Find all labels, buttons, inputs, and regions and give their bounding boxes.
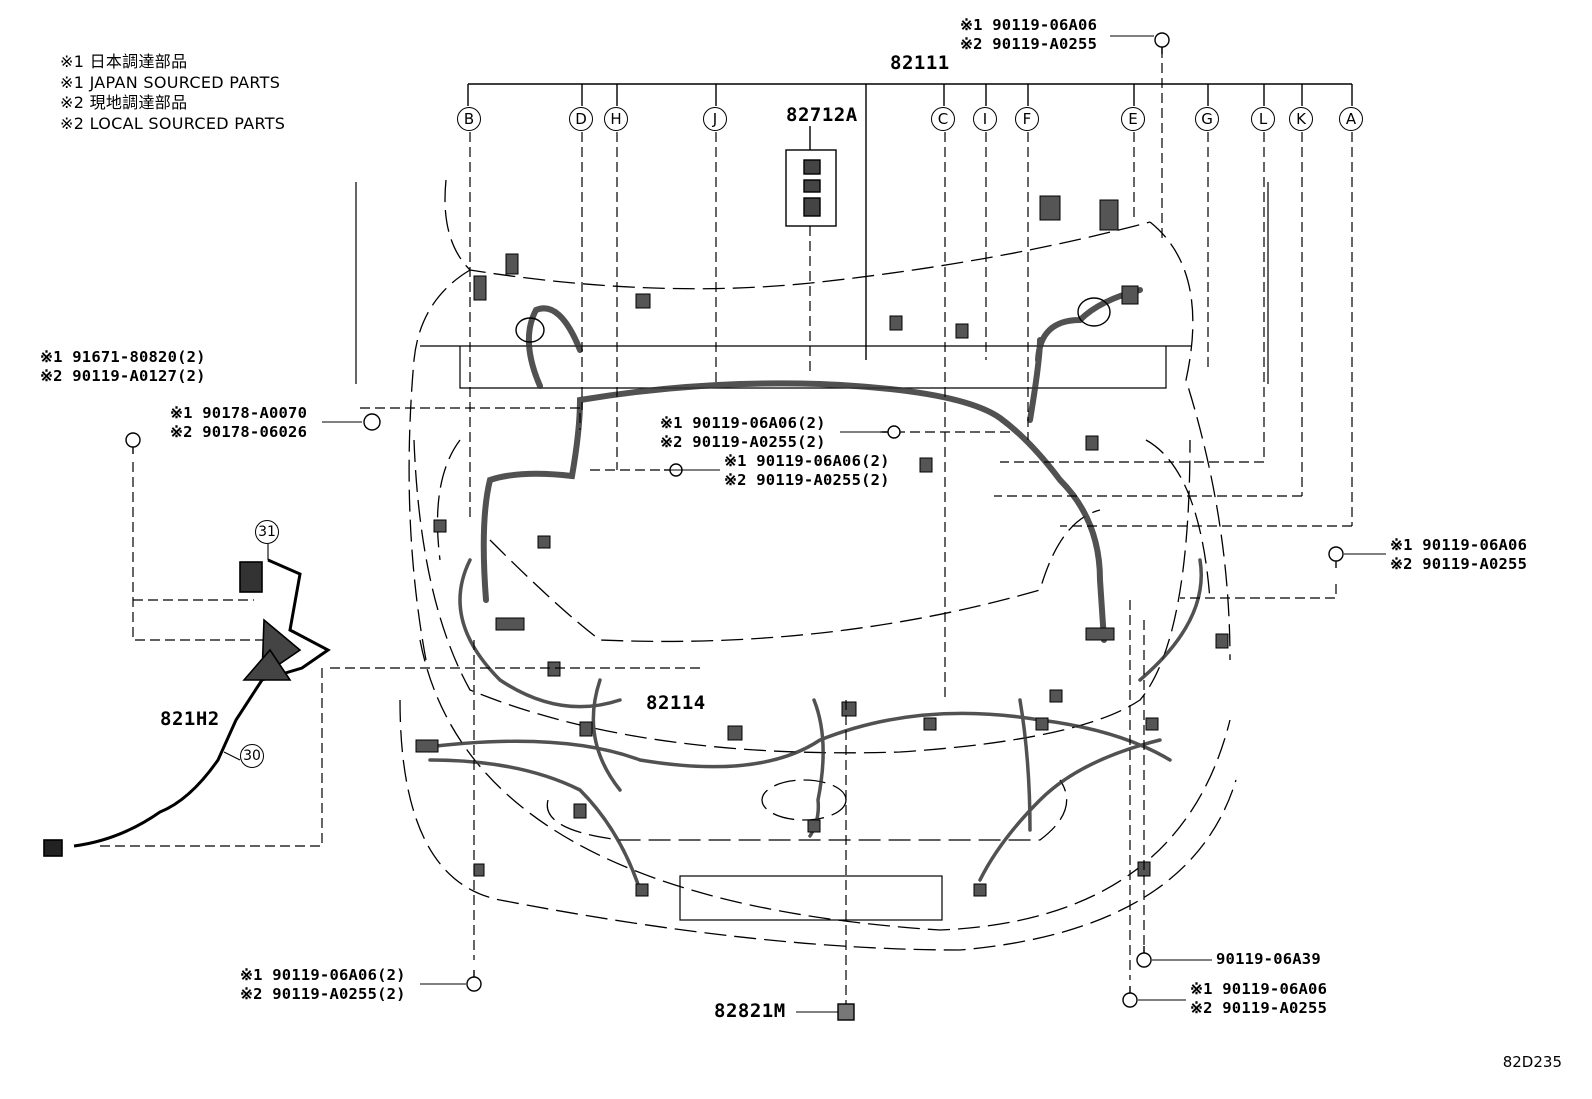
legend: ※1 日本調達部品 ※1 JAPAN SOURCED PARTS ※2 現地調達…	[60, 52, 285, 134]
fastener-line: ※1 91671-80820(2)	[40, 348, 206, 366]
branch-leader-lines	[96, 48, 1353, 1004]
fastener-line: ※1 90119-06A06	[960, 16, 1098, 34]
fastener-label-top-right: ※1 90119-06A06 ※2 90119-A0255	[960, 16, 1097, 54]
branch-marker-b: B	[457, 107, 481, 131]
fastener-label-bottom-right-single: 90119-06A39	[1216, 950, 1321, 968]
branch-marker-a: A	[1339, 107, 1363, 131]
part-label-82821M: 82821M	[714, 1000, 786, 1022]
bolt-icons	[125, 32, 1344, 1021]
branch-marker-h: H	[604, 107, 628, 131]
branch-marker-j: J	[703, 107, 727, 131]
legend-line: ※1 日本調達部品	[60, 52, 188, 71]
vehicle-body-outline	[399, 179, 1237, 951]
callout-31: 31	[255, 520, 279, 544]
fastener-line: ※2 90119-A0255	[1390, 555, 1528, 573]
part-82111-bracket	[467, 83, 1353, 360]
part-label-82712A: 82712A	[786, 104, 858, 126]
fastener-line: ※1 90119-06A06(2)	[724, 452, 890, 470]
fastener-label-left-clip: ※1 91671-80820(2) ※2 90119-A0127(2)	[40, 348, 206, 386]
fastener-line: ※1 90119-06A06(2)	[240, 966, 406, 984]
fastener-line: ※1 90178-A0070	[170, 404, 308, 422]
fastener-line: ※1 90119-06A06(2)	[660, 414, 826, 432]
fastener-label-right-mid: ※1 90119-06A06 ※2 90119-A0255	[1390, 536, 1527, 574]
fastener-line: ※1 90119-06A06	[1190, 980, 1328, 998]
callout-30: 30	[240, 744, 264, 768]
fastener-line: ※2 90119-A0255(2)	[724, 471, 890, 489]
part-label-821H2: 821H2	[160, 708, 220, 730]
branch-marker-g: G	[1195, 107, 1219, 131]
fastener-line: ※2 90119-A0127(2)	[40, 367, 206, 385]
diagram-code: 82D235	[1502, 1053, 1562, 1071]
connectors	[415, 195, 1229, 897]
fastener-label-center-a: ※1 90119-06A06(2) ※2 90119-A0255(2)	[660, 414, 826, 452]
branch-marker-i: I	[973, 107, 997, 131]
branch-marker-f: F	[1015, 107, 1039, 131]
fastener-label-center-b: ※1 90119-06A06(2) ※2 90119-A0255(2)	[724, 452, 890, 490]
vehicle-body-lines	[355, 182, 1269, 921]
fastener-line: ※2 90178-06026	[170, 423, 308, 441]
branch-marker-e: E	[1121, 107, 1145, 131]
fastener-label-bottom-right: ※1 90119-06A06 ※2 90119-A0255	[1190, 980, 1327, 1018]
side-harness-821H2	[43, 558, 331, 857]
fastener-line: ※2 90119-A0255(2)	[660, 433, 826, 451]
branch-marker-l: L	[1251, 107, 1275, 131]
fastener-line: ※1 90119-06A06	[1390, 536, 1528, 554]
relay-block-82712A	[785, 126, 837, 227]
branch-marker-c: C	[931, 107, 955, 131]
part-label-82114: 82114	[646, 692, 706, 714]
legend-line: ※2 現地調達部品	[60, 93, 188, 112]
branch-marker-d: D	[569, 107, 593, 131]
fastener-label-bottom-left: ※1 90119-06A06(2) ※2 90119-A0255(2)	[240, 966, 406, 1004]
fastener-line: ※2 90119-A0255(2)	[240, 985, 406, 1003]
legend-line: ※1 JAPAN SOURCED PARTS	[60, 72, 281, 92]
fastener-line: ※2 90119-A0255	[960, 35, 1098, 53]
part-label-82111: 82111	[890, 52, 950, 74]
harness-82114-wiring	[418, 558, 1203, 892]
branch-marker-k: K	[1289, 107, 1313, 131]
fastener-line: ※2 90119-A0255	[1190, 999, 1328, 1017]
legend-line: ※2 LOCAL SOURCED PARTS	[60, 113, 286, 133]
grommets	[515, 297, 1111, 343]
label-leader-lines	[223, 35, 1386, 1013]
fastener-label-left-grommet: ※1 90178-A0070 ※2 90178-06026	[170, 404, 307, 442]
